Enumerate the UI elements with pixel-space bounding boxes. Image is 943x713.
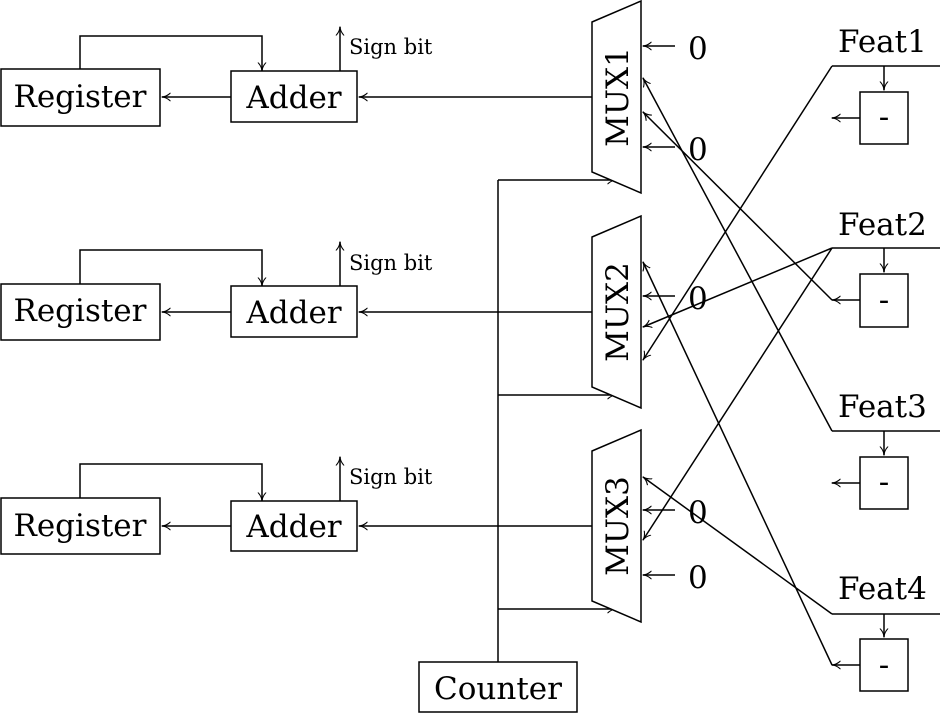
counter-group: Counter xyxy=(418,180,616,713)
zero-label-mux1-top: 0 xyxy=(688,31,708,67)
adder-label-3: Adder xyxy=(245,509,341,545)
feature-label-1: Feat1 xyxy=(838,24,927,60)
adder-label-1: Adder xyxy=(245,80,341,116)
register-box-3 xyxy=(0,497,161,555)
row-3: Register Adder Sign bit xyxy=(0,457,433,555)
mux3-shape xyxy=(591,428,642,624)
feature-3: Feat3 - xyxy=(832,389,940,510)
mux1-label: MUX1 xyxy=(600,47,636,147)
row-1: Register Adder Sign bit xyxy=(0,27,433,127)
neg-label-3: - xyxy=(879,464,889,500)
register-feedback-wire-3 xyxy=(79,463,262,501)
route-negfeat2-to-mux1 xyxy=(643,112,833,301)
route-feat2-to-mux2 xyxy=(643,247,833,327)
neg-box-1 xyxy=(859,91,909,145)
mux1-shape xyxy=(591,0,642,195)
sign-bit-label-2: Sign bit xyxy=(349,251,433,275)
neg-label-1: - xyxy=(879,99,889,135)
sign-bit-label-3: Sign bit xyxy=(349,465,433,489)
mux2-shape xyxy=(591,214,642,410)
zero-label-mux1-bottom: 0 xyxy=(688,132,708,168)
adder-label-2: Adder xyxy=(245,295,341,331)
neg-label-4: - xyxy=(879,647,889,683)
feature-label-2: Feat2 xyxy=(838,207,927,243)
register-label-2: Register xyxy=(14,293,147,329)
feature-label-3: Feat3 xyxy=(838,389,927,425)
zero-label-mux2: 0 xyxy=(688,281,708,317)
register-label-3: Register xyxy=(14,508,147,544)
feature-4: Feat4 - xyxy=(832,571,940,692)
sign-bit-label-1: Sign bit xyxy=(349,35,433,59)
mux3-label: MUX3 xyxy=(600,476,636,576)
routing-wires xyxy=(643,65,833,666)
zero-label-mux3-bottom: 0 xyxy=(688,560,708,596)
route-feat1-to-mux2 xyxy=(643,65,833,360)
register-box-2 xyxy=(0,283,161,341)
register-feedback-wire-1 xyxy=(79,35,262,71)
feature-label-4: Feat4 xyxy=(838,571,927,607)
row-2: Register Adder Sign bit xyxy=(0,242,433,341)
mux2: MUX2 xyxy=(591,214,642,410)
register-label-1: Register xyxy=(14,79,147,115)
adder-box-1 xyxy=(230,70,358,123)
mux2-label: MUX2 xyxy=(600,262,636,362)
register-box-1 xyxy=(0,68,161,127)
route-feat2-to-mux3 xyxy=(643,247,833,540)
mux3: MUX3 xyxy=(591,428,642,624)
route-feat3-to-mux1 xyxy=(643,78,833,432)
neg-box-3 xyxy=(859,456,909,510)
mux1: MUX1 xyxy=(591,0,642,195)
route-negfeat4-to-mux2 xyxy=(643,262,833,666)
counter-label: Counter xyxy=(434,671,562,707)
feature-1: Feat1 - xyxy=(832,24,940,145)
neg-label-2: - xyxy=(879,282,889,318)
register-feedback-wire-2 xyxy=(79,249,262,286)
zero-inputs: 0 0 0 0 0 xyxy=(643,31,708,596)
zero-label-mux3-top: 0 xyxy=(688,495,708,531)
feature-2: Feat2 - xyxy=(832,207,940,328)
route-feat4-to-mux3 xyxy=(643,477,833,615)
